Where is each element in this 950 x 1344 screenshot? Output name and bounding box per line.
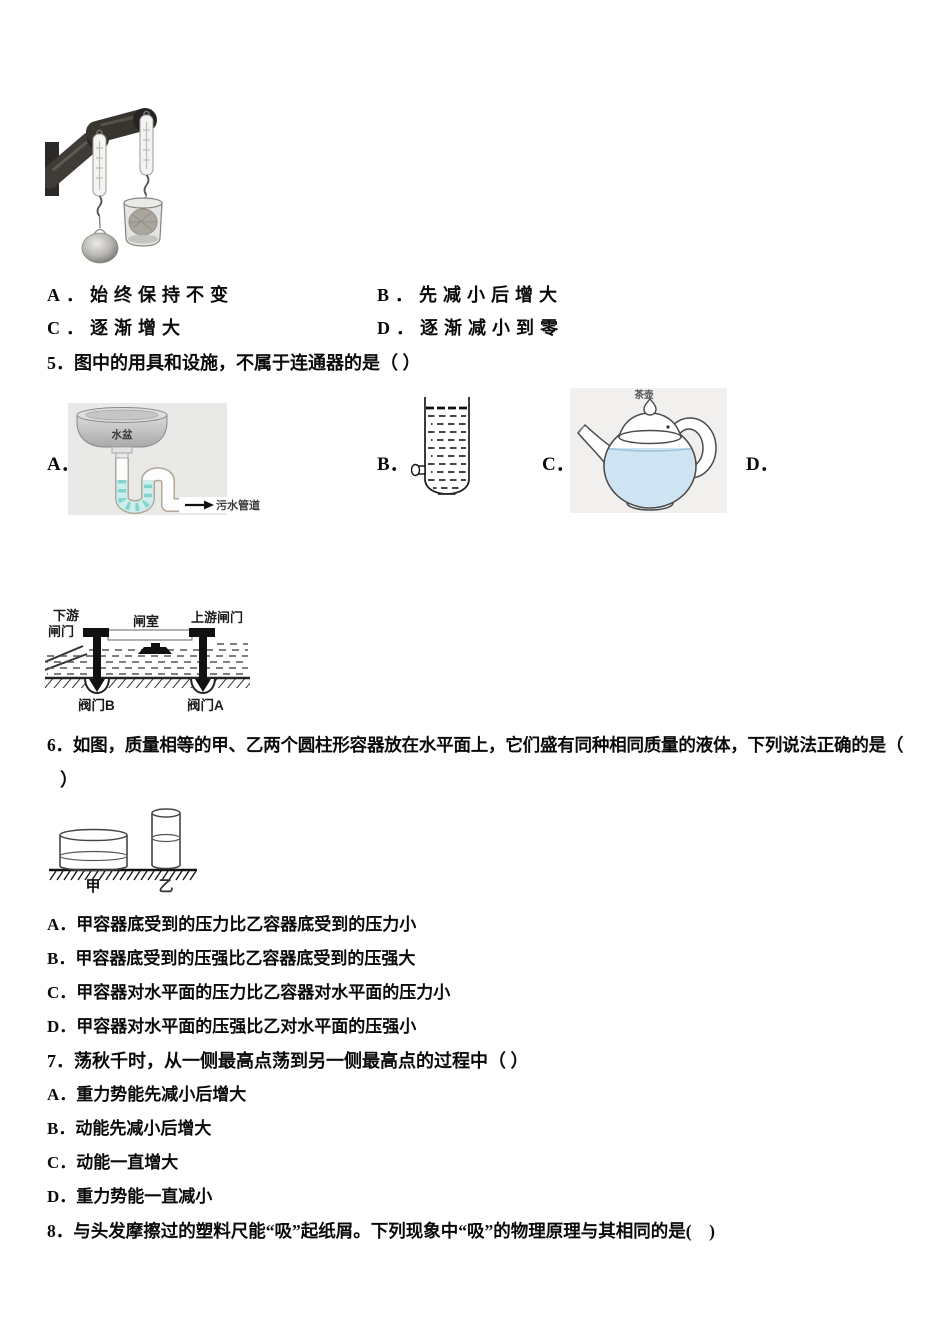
downstream-gate	[83, 628, 109, 637]
canal-lock-figure: 下游 闸门 闸室 上游闸门 阀门B 阀门A	[44, 608, 250, 713]
q6-stem-line2: ）	[60, 770, 78, 790]
container-jia	[59, 828, 128, 872]
q6-figure-containers: 甲 乙	[47, 805, 199, 900]
option-text: 重力势能先减小后增大	[76, 1085, 247, 1104]
q6-option-d: D．甲容器对水平面的压强比乙对水平面的压强小	[47, 1016, 416, 1038]
q6-option-c: C．甲容器对水平面的压力比乙容器对水平面的压力小	[47, 982, 450, 1004]
option-text: 甲容器底受到的压力比乙容器底受到的压力小	[76, 915, 417, 934]
q5-figure-tube	[410, 395, 473, 514]
q4-option-d: D．逐渐减小到零	[377, 317, 564, 340]
chamber-label: 闸室	[133, 614, 159, 629]
q4-option-c: C．逐渐增大	[47, 317, 186, 340]
option-letter: A．	[47, 285, 90, 305]
option-letter: A．	[47, 915, 77, 934]
option-text: 重力势能一直减小	[76, 1187, 213, 1206]
yi-label: 乙	[158, 878, 173, 895]
container-yi	[151, 808, 181, 870]
option-letter: D．	[377, 318, 420, 338]
q4-option-a: A．始终保持不变	[47, 284, 234, 307]
basin-body	[76, 415, 168, 448]
option-letter: D．	[47, 1017, 77, 1036]
q4-option-b: B．先减小后增大	[377, 284, 563, 307]
stone-weight	[81, 232, 119, 264]
upstream-gate	[189, 628, 215, 637]
ground-hatch	[49, 870, 197, 881]
option-letter: D．	[47, 1187, 77, 1206]
left-scale-hook	[96, 195, 103, 217]
option-letter: B．	[47, 949, 76, 968]
option-letter: A．	[47, 1085, 77, 1104]
q7-stem: 7．荡秋千时，从一侧最高点荡到另一侧最高点的过程中（ ）	[47, 1051, 529, 1071]
q5-figure-sink: 水盆 污水管道	[68, 402, 264, 521]
q4-spring-scale-photo	[38, 106, 230, 268]
option-letter: B．	[377, 285, 420, 305]
option-text: 先减小后增大	[419, 285, 564, 305]
option-text: 动能一直增大	[76, 1153, 179, 1172]
q7-option-a: A．重力势能先减小后增大	[47, 1084, 246, 1106]
option-text: 逐渐减小到零	[420, 318, 564, 338]
option-letter: C．	[47, 1153, 77, 1172]
downstream-gate-label-1: 下游	[53, 608, 79, 623]
option-text: 始终保持不变	[90, 285, 234, 305]
lid-air-hole	[666, 425, 670, 429]
lid-knob	[643, 397, 657, 416]
option-letter: B．	[47, 1119, 76, 1138]
option-text: 甲容器对水平面的压力比乙容器对水平面的压力小	[76, 983, 451, 1002]
drain-stub	[111, 446, 133, 454]
basin-label: 水盆	[111, 428, 133, 441]
q5-option-c-letter: C．	[542, 454, 575, 475]
option-text: 甲容器底受到的压强比乙容器底受到的压强大	[75, 949, 416, 968]
boat	[138, 643, 172, 654]
upstream-gate-label: 上游闸门	[191, 610, 243, 625]
ground-hatch	[45, 678, 250, 688]
q5-option-b-letter: B．	[377, 454, 409, 475]
spring-scales-figure	[38, 108, 163, 264]
option-text: 动能先减小后增大	[75, 1119, 212, 1138]
q7-option-b: B．动能先减小后增大	[47, 1118, 211, 1140]
q5-stem: 5．图中的用具和设施，不属于连通器的是（ ）	[47, 353, 421, 373]
option-text: 甲容器对水平面的压强比乙对水平面的压强小	[76, 1017, 417, 1036]
q8-stem: 8．与头发摩擦过的塑料尺能“吸”起纸屑。下列现象中“吸”的物理原理与其相同的是(…	[47, 1221, 715, 1241]
sewer-pipe-label: 污水管道	[216, 498, 260, 512]
right-scale-hook	[143, 174, 150, 196]
downstream-ramp	[44, 645, 84, 663]
teapot-label: 茶壶	[633, 389, 654, 401]
q6-stem-line1: 6．如图，质量相等的甲、乙两个圆柱形容器放在水平面上，它们盛有同种相同质量的液体…	[47, 735, 904, 755]
valve-b-label: 阀门B	[78, 697, 115, 713]
containers-figure: 甲 乙	[49, 808, 197, 895]
downstream-gate-label-2: 闸门	[48, 624, 74, 639]
q7-option-c: C．动能一直增大	[47, 1152, 178, 1174]
q6-option-a: A．甲容器底受到的压力比乙容器底受到的压力小	[47, 914, 416, 936]
q7-option-d: D．重力势能一直减小	[47, 1186, 212, 1208]
q5-option-d-letter: D．	[746, 454, 779, 475]
lock-chamber-wall	[107, 629, 193, 641]
q6-option-b: B．甲容器底受到的压强比乙容器底受到的压强大	[47, 948, 415, 970]
sink-figure: 水盆 污水管道	[68, 403, 260, 515]
option-text: 逐渐增大	[90, 318, 186, 338]
tube-body	[424, 397, 470, 495]
jia-label: 甲	[85, 878, 100, 895]
q5-figure-teapot: 茶壶	[570, 387, 727, 519]
option-letter: C．	[47, 983, 77, 1002]
teapot-figure: 茶壶	[570, 388, 727, 513]
tube-figure	[410, 397, 470, 495]
valve-a-label: 阀门A	[187, 697, 224, 713]
q5-figure-lock: 下游 闸门 闸室 上游闸门 阀门B 阀门A	[44, 600, 250, 719]
option-letter: C．	[47, 318, 90, 338]
